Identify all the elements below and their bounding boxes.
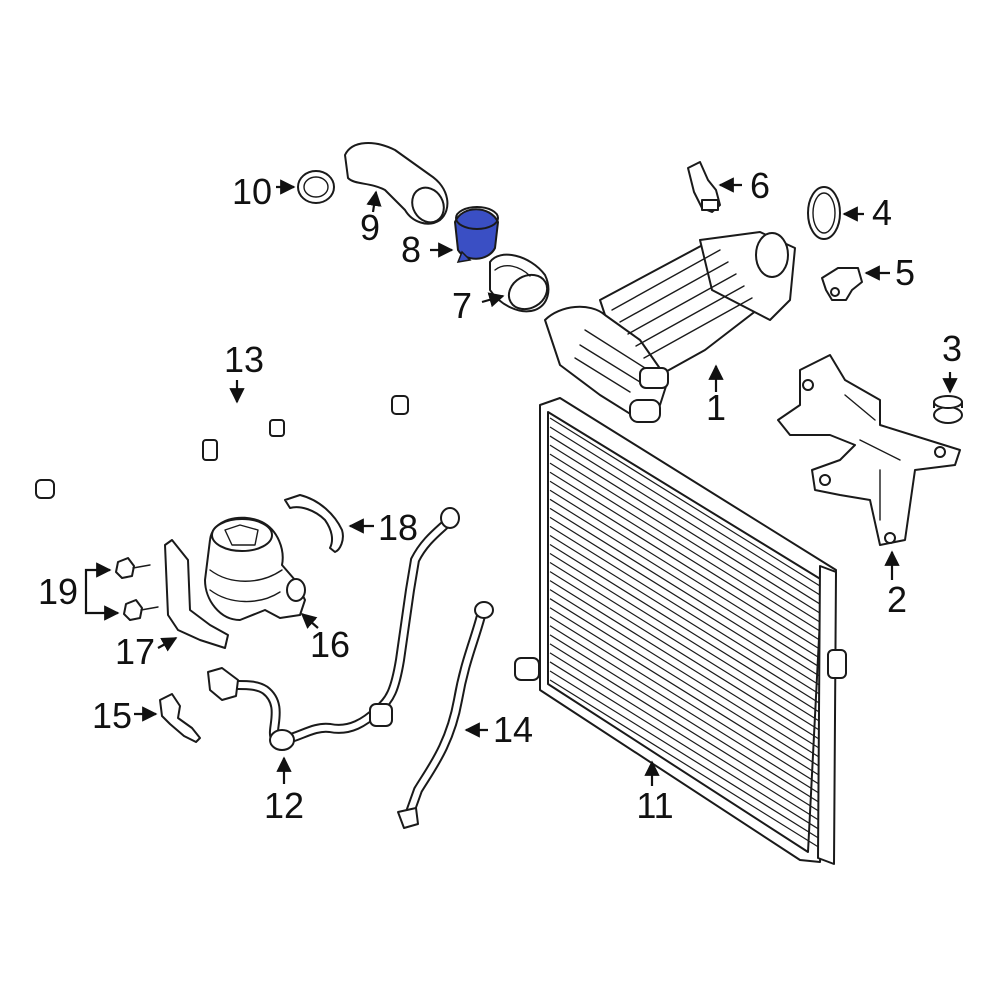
- radiator-fin: [549, 543, 821, 713]
- radiator-fin: [549, 634, 821, 804]
- radiator-fin: [549, 670, 821, 840]
- part-6-temp-sensor[interactable]: [687, 161, 721, 213]
- svg-text:7: 7: [452, 285, 472, 326]
- part-12-coolant-hose[interactable]: [207, 507, 460, 751]
- radiator-fin: [549, 417, 821, 587]
- svg-text:3: 3: [942, 328, 962, 369]
- radiator-fin: [549, 643, 821, 813]
- svg-text:19: 19: [38, 571, 78, 612]
- svg-text:5: 5: [895, 252, 915, 293]
- radiator-fin: [549, 598, 821, 768]
- radiator-fin: [549, 661, 821, 831]
- svg-text:11: 11: [636, 785, 673, 826]
- part-4-o-ring[interactable]: [807, 186, 841, 240]
- part-8-clamp-highlighted[interactable]: [453, 206, 500, 263]
- callout-1: 1: [706, 364, 726, 428]
- radiator-fin: [549, 553, 821, 723]
- svg-text:13: 13: [224, 339, 264, 380]
- callout-8: 8: [401, 229, 454, 270]
- part-2-bracket[interactable]: [777, 354, 961, 546]
- svg-text:4: 4: [872, 192, 892, 233]
- part-9-charge-hose[interactable]: [344, 142, 450, 228]
- callout-13: 13: [224, 339, 264, 404]
- radiator-fin: [549, 525, 821, 695]
- svg-text:15: 15: [92, 695, 132, 736]
- svg-text:16: 16: [310, 624, 350, 665]
- radiator-fin: [549, 444, 821, 614]
- radiator-fin: [549, 589, 821, 759]
- callout-10: 10: [232, 171, 296, 212]
- radiator-fin: [549, 498, 821, 668]
- part-16-water-pump[interactable]: [204, 516, 306, 621]
- svg-text:1: 1: [706, 387, 726, 428]
- radiator-fin: [549, 489, 821, 659]
- radiator-fin: [549, 453, 821, 623]
- svg-text:9: 9: [360, 207, 380, 248]
- part-10-seal[interactable]: [297, 170, 335, 204]
- radiator-fin: [549, 679, 821, 849]
- callout-15: 15: [92, 695, 158, 736]
- part-11-radiator[interactable]: [514, 397, 847, 865]
- radiator-fins: [549, 417, 821, 849]
- callout-17: 17: [115, 631, 178, 672]
- svg-text:17: 17: [115, 631, 155, 672]
- callout-14: 14: [464, 709, 533, 750]
- part-19-bolts[interactable]: [115, 557, 159, 621]
- radiator-fin: [549, 652, 821, 822]
- callout-5: 5: [864, 252, 915, 293]
- radiator-fin: [549, 625, 821, 795]
- radiator-fin: [549, 534, 821, 704]
- part-1-intercooler[interactable]: [544, 231, 796, 423]
- callout-2: 2: [884, 550, 907, 620]
- radiator-fin: [549, 462, 821, 632]
- callout-18: 18: [348, 507, 418, 548]
- callout-12: 12: [264, 756, 304, 826]
- part-3-grommet[interactable]: [933, 395, 963, 424]
- radiator-fin: [549, 571, 821, 741]
- svg-text:8: 8: [401, 229, 421, 270]
- callout-11: 11: [636, 760, 674, 826]
- part-5-sensor[interactable]: [821, 267, 863, 301]
- radiator-fin: [549, 471, 821, 641]
- svg-text:6: 6: [750, 165, 770, 206]
- radiator-fin: [549, 507, 821, 677]
- svg-text:14: 14: [493, 709, 533, 750]
- svg-text:12: 12: [264, 785, 304, 826]
- svg-text:10: 10: [232, 171, 272, 212]
- part-15-sensor[interactable]: [159, 693, 201, 743]
- svg-text:2: 2: [887, 579, 907, 620]
- radiator-fin: [549, 480, 821, 650]
- callout-3: 3: [942, 328, 962, 394]
- callout-6: 6: [718, 165, 770, 206]
- part-17-pump-bracket[interactable]: [164, 539, 229, 649]
- radiator-fin: [549, 562, 821, 732]
- radiator-fin: [549, 607, 821, 777]
- radiator-fin: [549, 580, 821, 750]
- callout-9: 9: [360, 190, 382, 248]
- svg-text:18: 18: [378, 507, 418, 548]
- radiator-fin: [549, 516, 821, 686]
- callout-16: 16: [300, 612, 350, 665]
- radiator-fin: [549, 435, 821, 605]
- callout-19: 19: [38, 562, 120, 621]
- radiator-fin: [549, 426, 821, 596]
- part-14-coolant-hose[interactable]: [397, 601, 494, 829]
- part-7-hose-coupler[interactable]: [489, 253, 553, 316]
- radiator-fin: [549, 616, 821, 786]
- part-13-coolant-hose[interactable]: [35, 395, 409, 499]
- part-18-hose-bracket[interactable]: [284, 494, 344, 553]
- callout-4: 4: [842, 192, 892, 233]
- callout-7: 7: [452, 285, 505, 326]
